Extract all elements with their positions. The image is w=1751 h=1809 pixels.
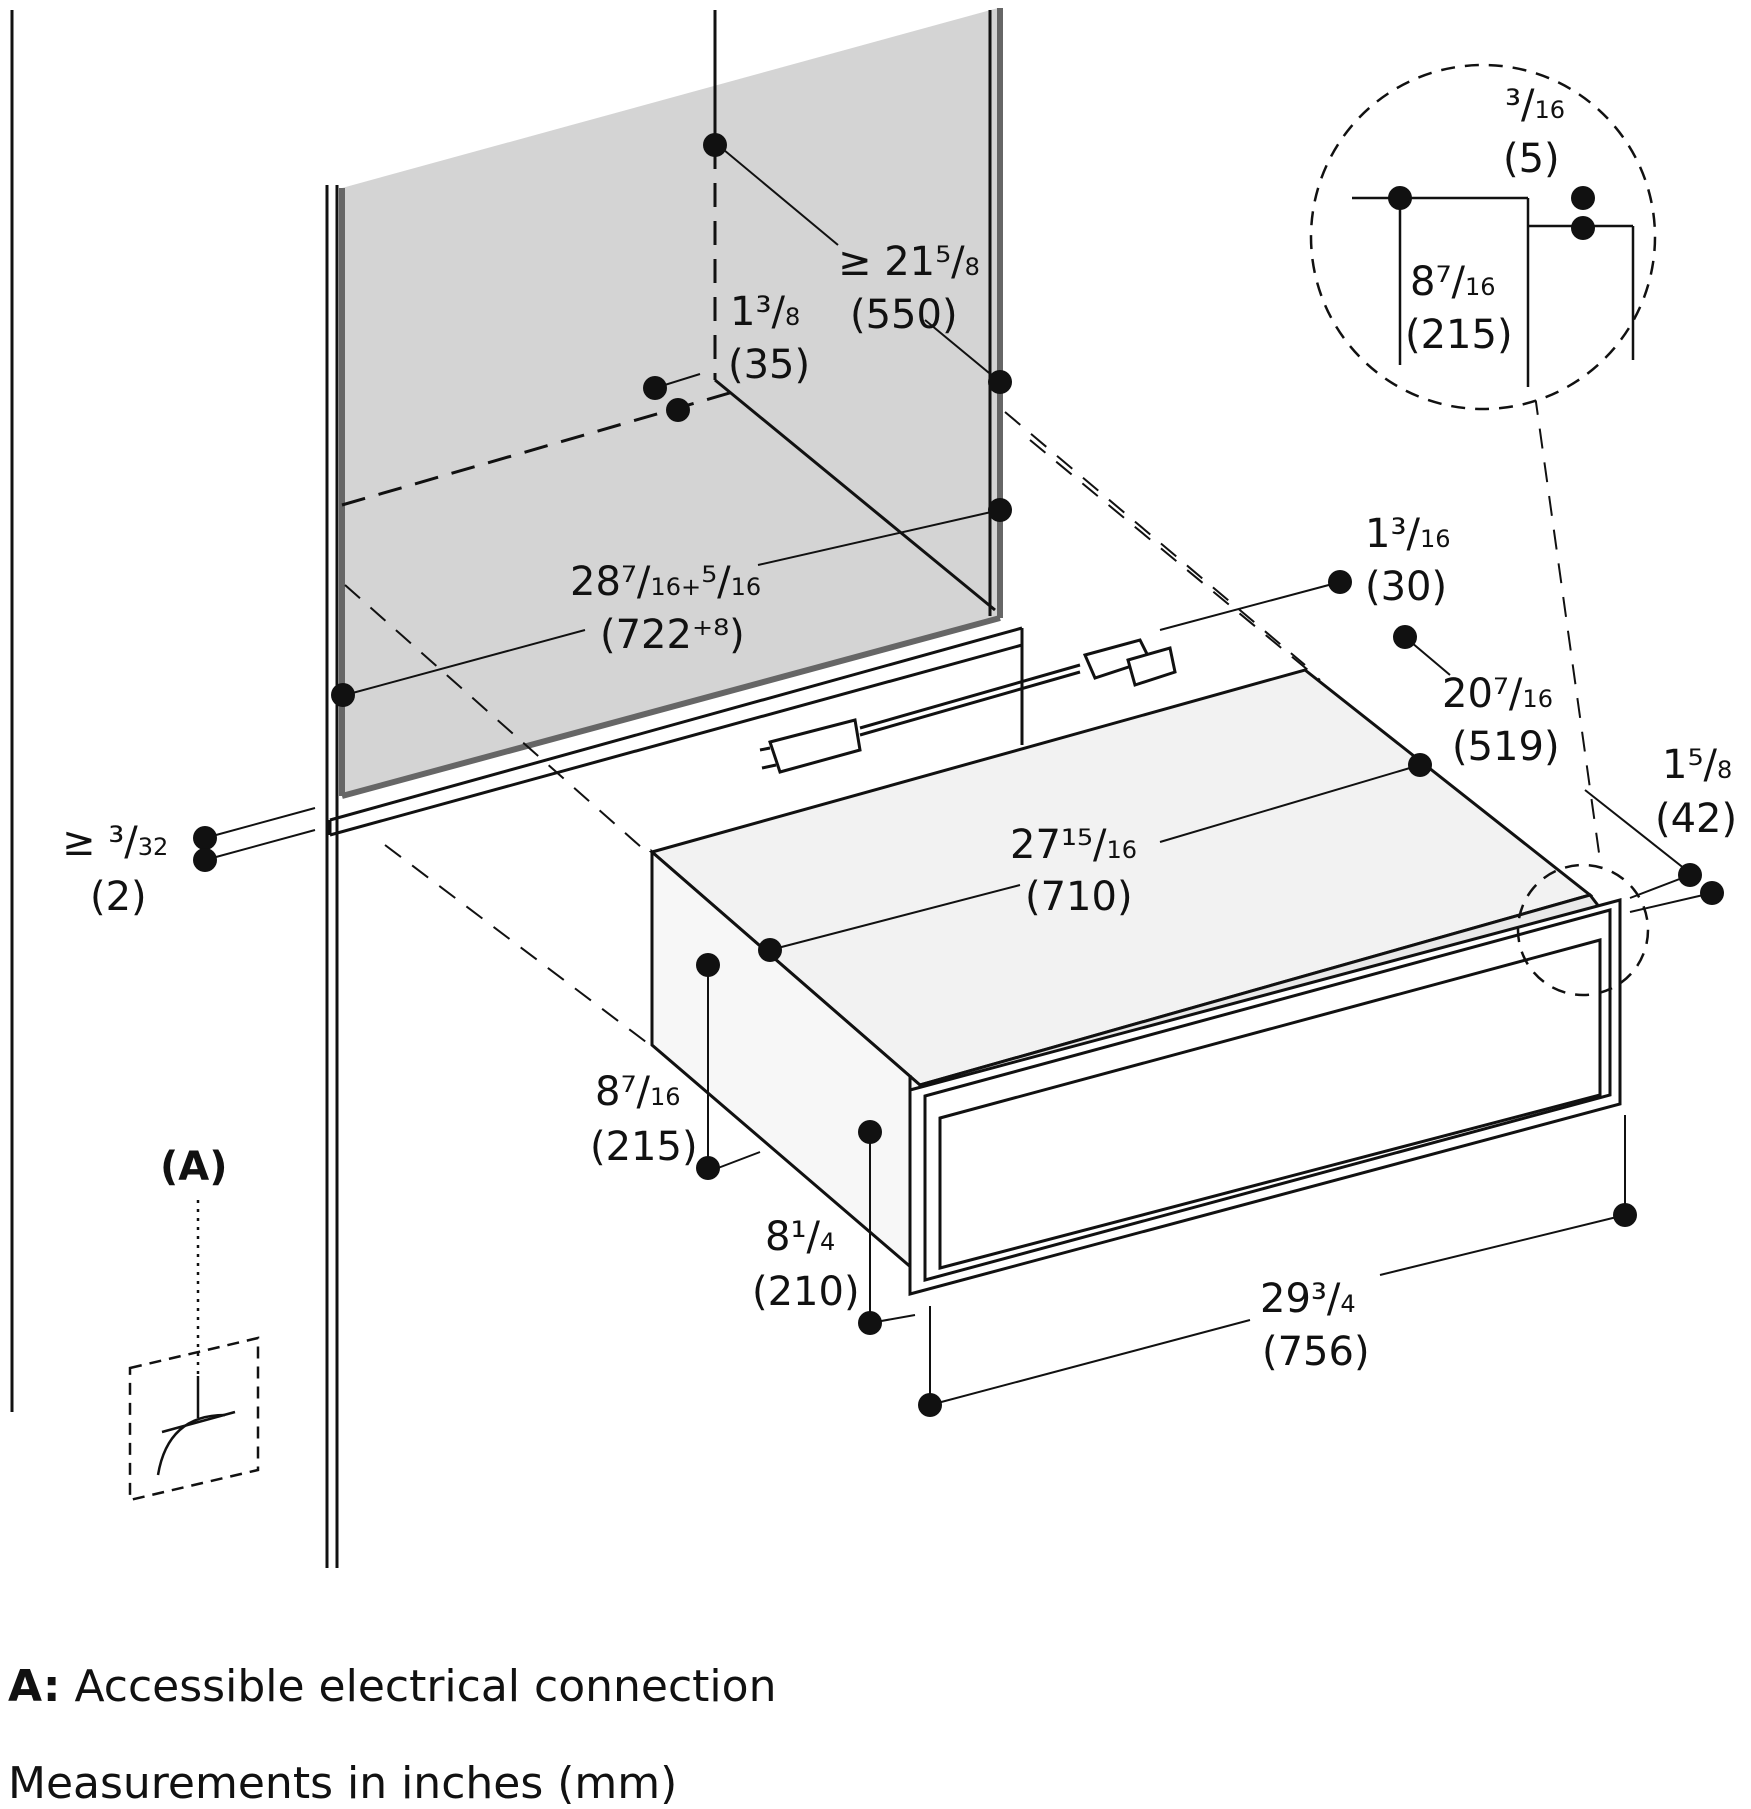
label-detail-gap: ³/16 (5) (1503, 82, 1565, 182)
label-niche-width-mm: (722⁺⁸) (600, 612, 745, 658)
label-front-height-value: 8¹/ (765, 1214, 820, 1260)
label-front-width: 29³/4 (756) (1260, 1276, 1370, 1375)
label-detail-gap-mm: (5) (1503, 136, 1560, 182)
label-body-height-denominator: 16 (650, 1083, 681, 1111)
label-unit-depth-denominator: 16 (1522, 685, 1553, 713)
label-depth-top: 1³/8 (35) (728, 289, 810, 388)
label-front-height-denominator: 4 (820, 1228, 835, 1256)
label-unit-width-mm: (710) (1025, 874, 1133, 920)
label-depth-top-denominator: 8 (785, 303, 800, 331)
label-unit-depth: 20⁷/16 (519) (1442, 671, 1560, 770)
label-unit-width-denominator: 16 (1106, 836, 1137, 864)
svg-text:8¹/4: 8¹/4 (765, 1214, 835, 1260)
projection-lines (344, 394, 1601, 1046)
niche-floor (328, 626, 1024, 837)
label-niche-depth-mm: (550) (850, 292, 958, 338)
marker-a-label: (A) (160, 1144, 228, 1190)
dimension-dots (193, 133, 1724, 1417)
label-body-height-mm: (215) (590, 1124, 698, 1170)
svg-text:8⁷/16: 8⁷/16 (1410, 259, 1496, 305)
legend-units: Measurements in inches (mm) (8, 1758, 678, 1809)
label-cord-offset-denominator: 16 (1420, 525, 1451, 553)
label-front-width-mm: (756) (1262, 1329, 1370, 1375)
dimension-labels: ≥ ³/32 (2) 1³/8 (35) ≥ 21⁵/8 (550) 28⁷/1… (62, 82, 1737, 1375)
svg-text:1³/16: 1³/16 (1365, 511, 1451, 557)
power-cord (759, 638, 1177, 774)
svg-text:≥ 21⁵/8: ≥ 21⁵/8 (838, 239, 980, 285)
svg-text:1⁵/8: 1⁵/8 (1662, 742, 1732, 788)
electrical-connection-symbol (128, 1200, 260, 1502)
label-niche-width-denominator-2: 16 (731, 573, 762, 601)
svg-text:1³/8: 1³/8 (730, 289, 800, 335)
label-detail-height: 8⁷/16 (215) (1405, 259, 1513, 358)
label-unit-depth-value: 20⁷/ (1442, 671, 1523, 717)
label-front-height-mm: (210) (752, 1269, 860, 1315)
svg-text:8⁷/16: 8⁷/16 (595, 1069, 681, 1115)
svg-text:28⁷/16+⁵/16: 28⁷/16+⁵/16 (570, 559, 761, 605)
label-niche-depth: ≥ 21⁵/8 (550) (838, 239, 980, 338)
label-front-width-value: 29³/ (1260, 1276, 1341, 1322)
label-cord-offset-value: 1³/ (1365, 511, 1420, 557)
svg-text:20⁷/16: 20⁷/16 (1442, 671, 1553, 717)
label-body-height-value: 8⁷/ (595, 1069, 650, 1115)
label-outer-gap-value: ≥ ³/ (62, 819, 138, 865)
label-outer-gap: ≥ ³/32 (2) (62, 819, 168, 920)
svg-text:³/16: ³/16 (1505, 82, 1565, 128)
label-niche-width-denominator: 16+ (650, 573, 701, 601)
label-depth-top-value: 1³/ (730, 289, 785, 335)
label-niche-width-value: 28⁷/ (570, 559, 651, 605)
label-outer-gap-mm: (2) (90, 874, 147, 920)
label-cord-offset-mm: (30) (1365, 564, 1447, 610)
svg-text:27¹⁵/16: 27¹⁵/16 (1010, 822, 1137, 868)
label-detail-height-mm: (215) (1405, 312, 1513, 358)
dimension-lines (204, 144, 1713, 1406)
label-body-height: 8⁷/16 (215) (590, 1069, 698, 1170)
svg-text:29³/4: 29³/4 (1260, 1276, 1356, 1322)
label-detail-gap-value: ³/ (1505, 82, 1535, 128)
drawer-front (908, 898, 1622, 1296)
label-outer-gap-denominator: 32 (138, 833, 169, 861)
label-front-height: 8¹/4 (210) (752, 1214, 860, 1315)
label-detail-height-value: 8⁷/ (1410, 259, 1465, 305)
label-detail-height-denominator: 16 (1465, 273, 1496, 301)
label-niche-depth-denominator: 8 (965, 253, 980, 281)
legend-connection: A: Accessible electrical connection (8, 1665, 776, 1709)
label-unit-depth-mm: (519) (1452, 724, 1560, 770)
label-front-thickness: 1⁵/8 (42) (1655, 742, 1737, 842)
label-front-thickness-mm: (42) (1655, 796, 1737, 842)
label-niche-width-value-2: ⁵/ (701, 559, 731, 605)
label-front-thickness-denominator: 8 (1717, 756, 1732, 784)
label-front-thickness-value: 1⁵/ (1662, 742, 1717, 788)
label-detail-gap-denominator: 16 (1535, 96, 1566, 124)
label-niche-width: 28⁷/16+⁵/16 (722⁺⁸) (570, 559, 761, 658)
label-niche-depth-value: ≥ 21⁵/ (838, 239, 965, 285)
label-unit-width-value: 27¹⁵/ (1010, 822, 1107, 868)
cabinet-wall (10, 10, 339, 1568)
legend-a-key: A: (8, 1661, 61, 1712)
label-cord-offset: 1³/16 (30) (1365, 511, 1451, 610)
legend-a-text: Accessible electrical connection (74, 1661, 777, 1712)
label-depth-top-mm: (35) (728, 342, 810, 388)
label-front-width-denominator: 4 (1340, 1290, 1355, 1318)
svg-text:≥ ³/32: ≥ ³/32 (62, 819, 168, 865)
label-unit-width: 27¹⁵/16 (710) (1010, 822, 1137, 920)
